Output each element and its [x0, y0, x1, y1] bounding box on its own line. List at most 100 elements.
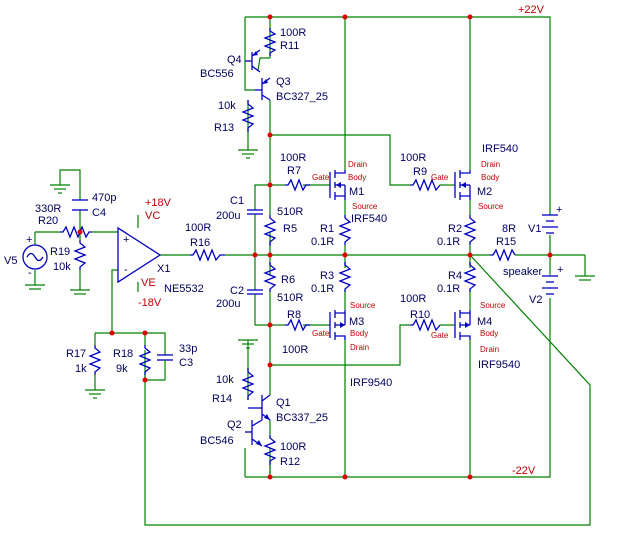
- ground-icon: [238, 339, 258, 349]
- x1-part: NE5532: [164, 283, 204, 295]
- r20-value: 330R: [35, 203, 61, 215]
- v1-plus-mark: +: [556, 204, 562, 216]
- m1-gate-pin-label: Gate: [312, 173, 330, 182]
- resistor-r18-symbol: [138, 345, 152, 375]
- m2-part: IRF540: [482, 143, 518, 155]
- wires: [34, 16, 591, 526]
- resistor-r2-symbol: [463, 215, 477, 245]
- r4-value: 0.1R: [437, 283, 460, 295]
- resistor-r8-symbol: [285, 318, 310, 332]
- c3-ref: C3: [179, 357, 193, 369]
- resistor-r6-symbol: [263, 262, 277, 292]
- m3-gate-pin-label: Gate: [312, 329, 330, 338]
- ground-icon: [50, 184, 70, 194]
- m2-drain-pin-label: Drain: [481, 160, 500, 169]
- r18-ref: R18: [113, 348, 133, 360]
- r9-value: 100R: [400, 152, 426, 164]
- battery-v1-symbol: [542, 214, 558, 234]
- capacitor-c1-symbol: [247, 209, 263, 222]
- resistor-r4-symbol: [463, 262, 477, 292]
- mosfet-m2-symbol: [454, 170, 471, 200]
- r13-value: 10k: [218, 100, 236, 112]
- m2-ref: M2: [477, 186, 492, 198]
- m4-part: IRF9540: [478, 359, 520, 371]
- m1-drain-pin-label: Drain: [348, 160, 367, 169]
- battery-v2-symbol: [542, 275, 558, 295]
- m3-drain-pin-label: Drain: [350, 343, 369, 352]
- m1-ref: M1: [349, 186, 364, 198]
- m1-body-pin-label: Body: [348, 173, 366, 182]
- opamp-pos-supply-label: +18V: [145, 197, 172, 209]
- r17-ref: R17: [66, 348, 86, 360]
- r19-value: 10k: [53, 261, 71, 273]
- r5-ref: R5: [283, 223, 297, 235]
- v5-plus-mark: +: [26, 234, 32, 246]
- mosfet-m3-symbol: [329, 310, 346, 340]
- r20-ref: R20: [38, 215, 58, 227]
- ground-icon: [85, 389, 105, 399]
- r6-value: 510R: [277, 292, 303, 304]
- opamp-plus-mark: +: [123, 234, 129, 246]
- opamp-minus-mark: -: [124, 264, 128, 276]
- resistor-r3-symbol: [338, 262, 352, 292]
- c1-value: 200u: [216, 210, 240, 222]
- r14-value: 10k: [216, 374, 234, 386]
- r1-value: 0.1R: [311, 236, 334, 248]
- resistor-r19-symbol: [73, 240, 87, 270]
- r14-ref: R14: [212, 393, 232, 405]
- r7-ref: R7: [287, 165, 301, 177]
- c1-ref: C1: [230, 195, 244, 207]
- r10-ref: R10: [410, 309, 430, 321]
- r16-value: 100R: [185, 222, 211, 234]
- c4-value: 470p: [92, 192, 116, 204]
- m2-source-pin-label: Source: [478, 202, 504, 211]
- r11-ref: R11: [280, 40, 299, 52]
- r7-value: 100R: [280, 152, 306, 164]
- m4-source-pin-label: Source: [480, 301, 506, 310]
- r10-value: 100R: [400, 293, 426, 305]
- ground-icon: [575, 275, 595, 281]
- m2-body-pin-label: Body: [481, 173, 499, 182]
- signal-source-v5-symbol: [22, 244, 48, 270]
- r17-value: 1k: [75, 363, 87, 375]
- mosfet-m4-symbol: [454, 310, 471, 340]
- ground-icon: [238, 149, 258, 159]
- m4-ref: M4: [477, 316, 492, 328]
- m1-part: IRF540: [351, 213, 387, 225]
- v2-plus-mark: +: [557, 264, 563, 276]
- r9-ref: R9: [413, 166, 427, 178]
- v2-ref: V2: [529, 294, 542, 306]
- m3-part: IRF9540: [350, 377, 392, 389]
- resistor-r14-symbol: [241, 368, 255, 400]
- resistor-r15-symbol: [490, 248, 516, 262]
- v5-minus-mark: -: [28, 267, 32, 279]
- ground-icon: [25, 284, 45, 290]
- bjt-q2-symbol: [245, 419, 263, 447]
- m2-gate-pin-label: Gate: [431, 173, 449, 182]
- mosfet-m1-symbol: [329, 170, 346, 200]
- q3-part: BC327_25: [276, 91, 328, 103]
- m4-drain-pin-label: Drain: [480, 345, 499, 354]
- v1-ref: V1: [528, 223, 541, 235]
- ground-icon: [70, 289, 90, 295]
- ve-pin-label: VE: [141, 277, 156, 289]
- bjt-q4-symbol: [245, 49, 261, 73]
- r8-ref: R8: [287, 309, 301, 321]
- r12-value: 100R: [280, 441, 306, 453]
- v5-ref: V5: [4, 255, 17, 267]
- resistor-r20-symbol: [60, 225, 92, 239]
- speaker-label: speaker: [503, 266, 542, 278]
- capacitor-c2-symbol: [247, 289, 263, 302]
- q1-part: BC337_25: [276, 412, 328, 424]
- r18-value: 9k: [116, 363, 128, 375]
- resistor-r1-symbol: [338, 215, 352, 245]
- r3-ref: R3: [320, 270, 334, 282]
- m1-source-pin-label: Source: [352, 202, 378, 211]
- resistor-r16-symbol: [190, 248, 225, 262]
- r8-value: 100R: [282, 344, 308, 356]
- r19-ref: R19: [50, 246, 70, 258]
- c2-value: 200u: [216, 298, 240, 310]
- m3-ref: M3: [349, 316, 364, 328]
- q2-part: BC546: [200, 435, 234, 447]
- r3-value: 0.1R: [311, 283, 334, 295]
